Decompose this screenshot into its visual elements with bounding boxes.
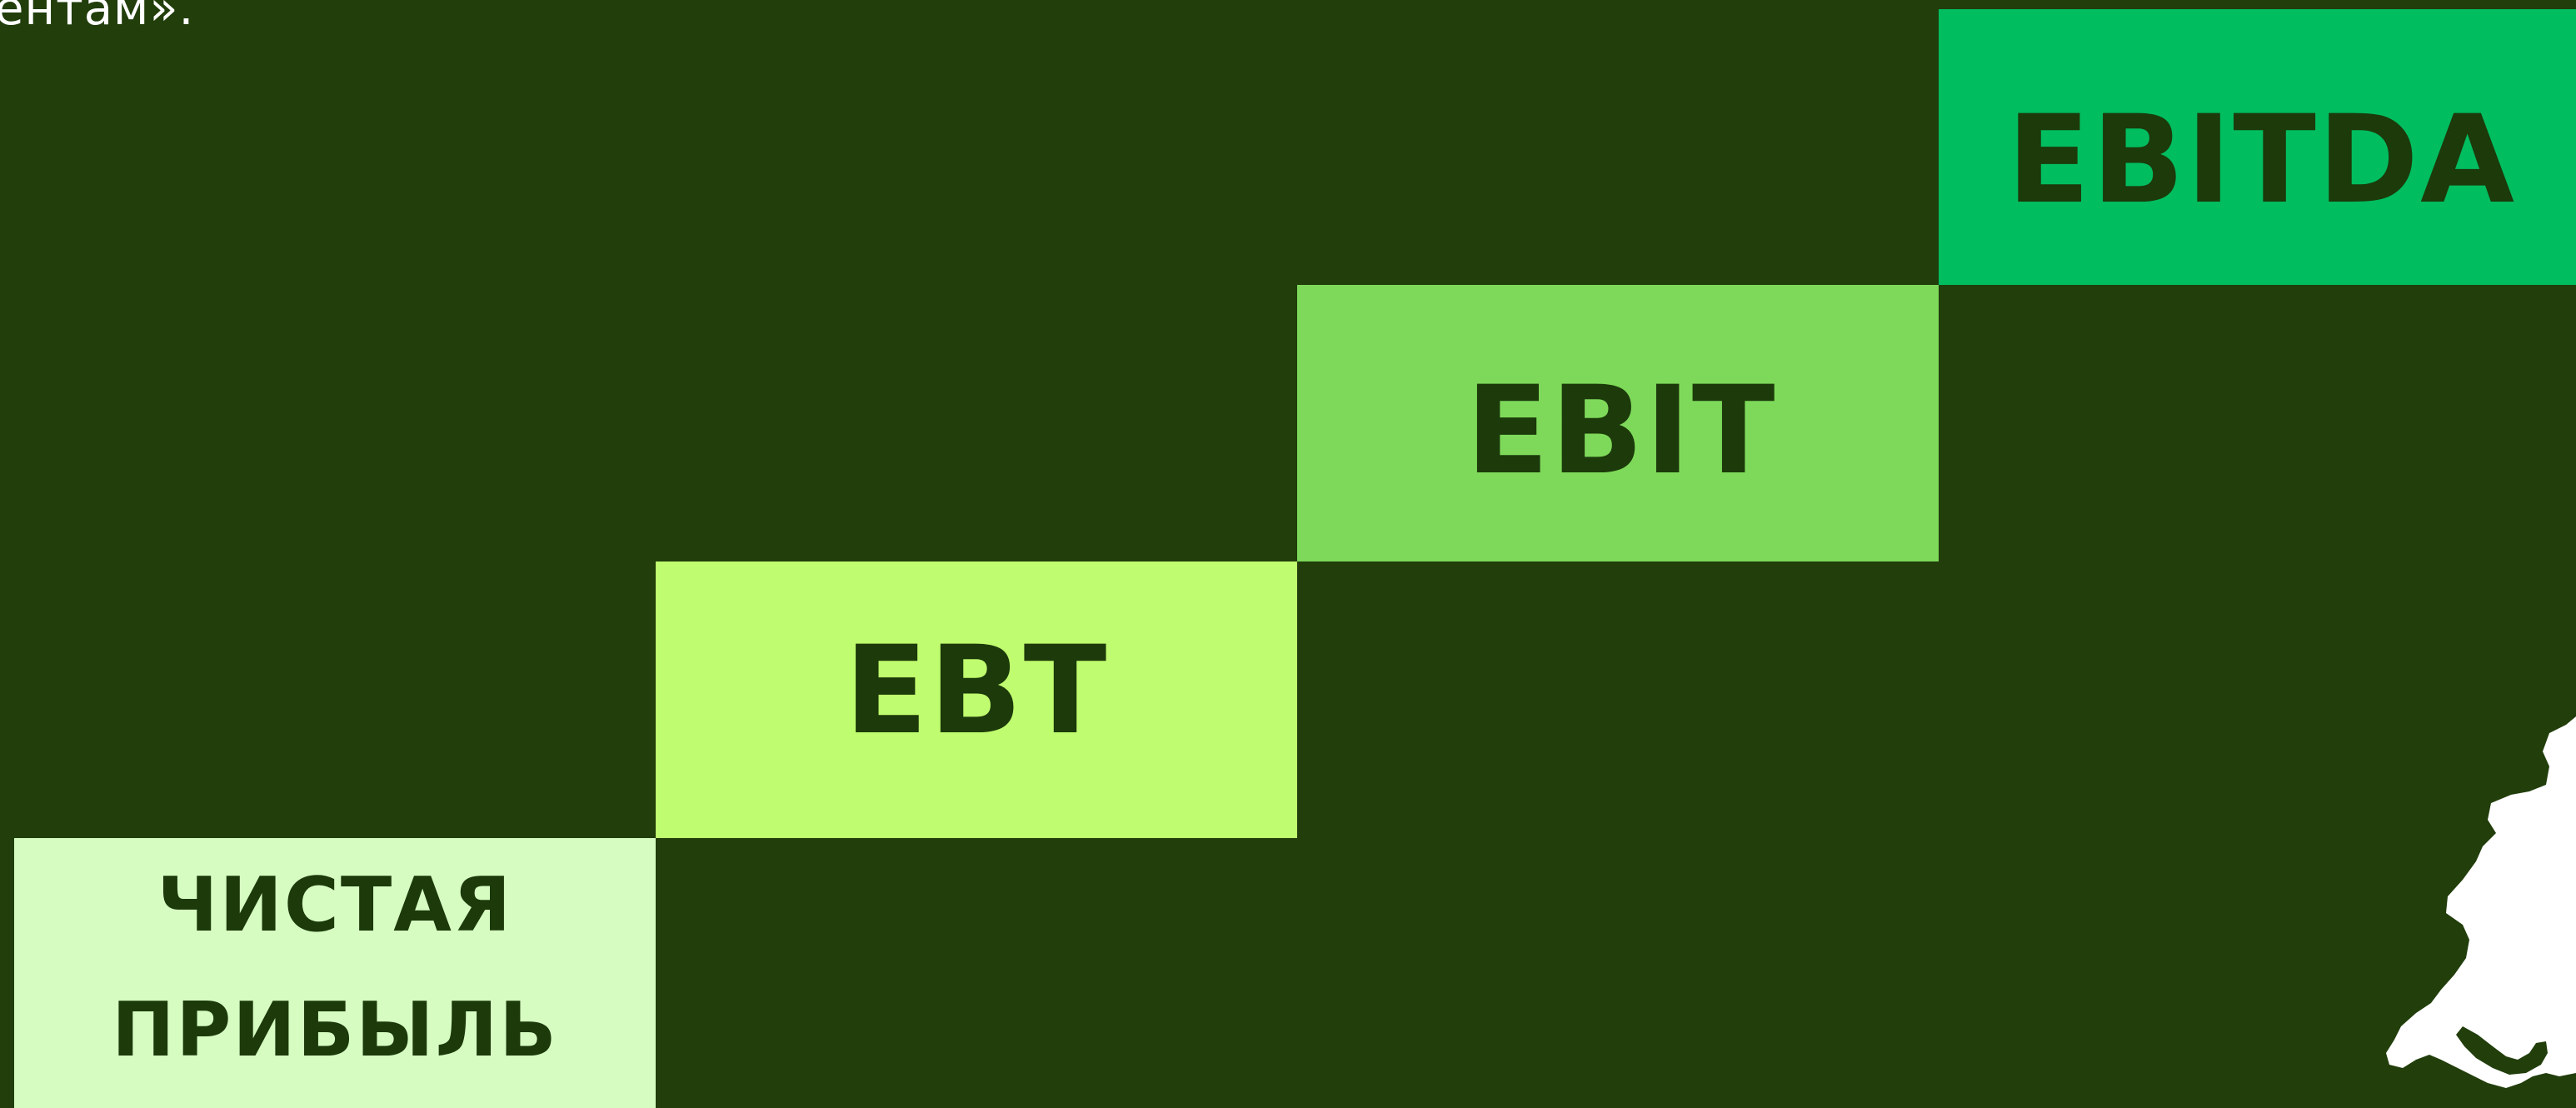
figure-silhouette-icon <box>2386 716 2576 1088</box>
step-ebitda: EBITDA <box>1939 9 2576 285</box>
step-ebit-label: EBIT <box>1465 360 1777 502</box>
step-net-profit-label-line-2: ПРИБЫЛЬ <box>112 986 558 1074</box>
step-ebitda-label: EBITDA <box>2006 89 2517 231</box>
step-net-profit: ЧИСТАЯ ПРИБЫЛЬ <box>14 838 656 1108</box>
intro-text: ентам». <box>0 0 195 36</box>
step-ebt-label: EBT <box>844 620 1109 761</box>
step-ebt: EBT <box>656 561 1297 838</box>
step-ebit: EBIT <box>1297 285 1939 561</box>
step-net-profit-label-line-1: ЧИСТАЯ <box>157 861 513 949</box>
